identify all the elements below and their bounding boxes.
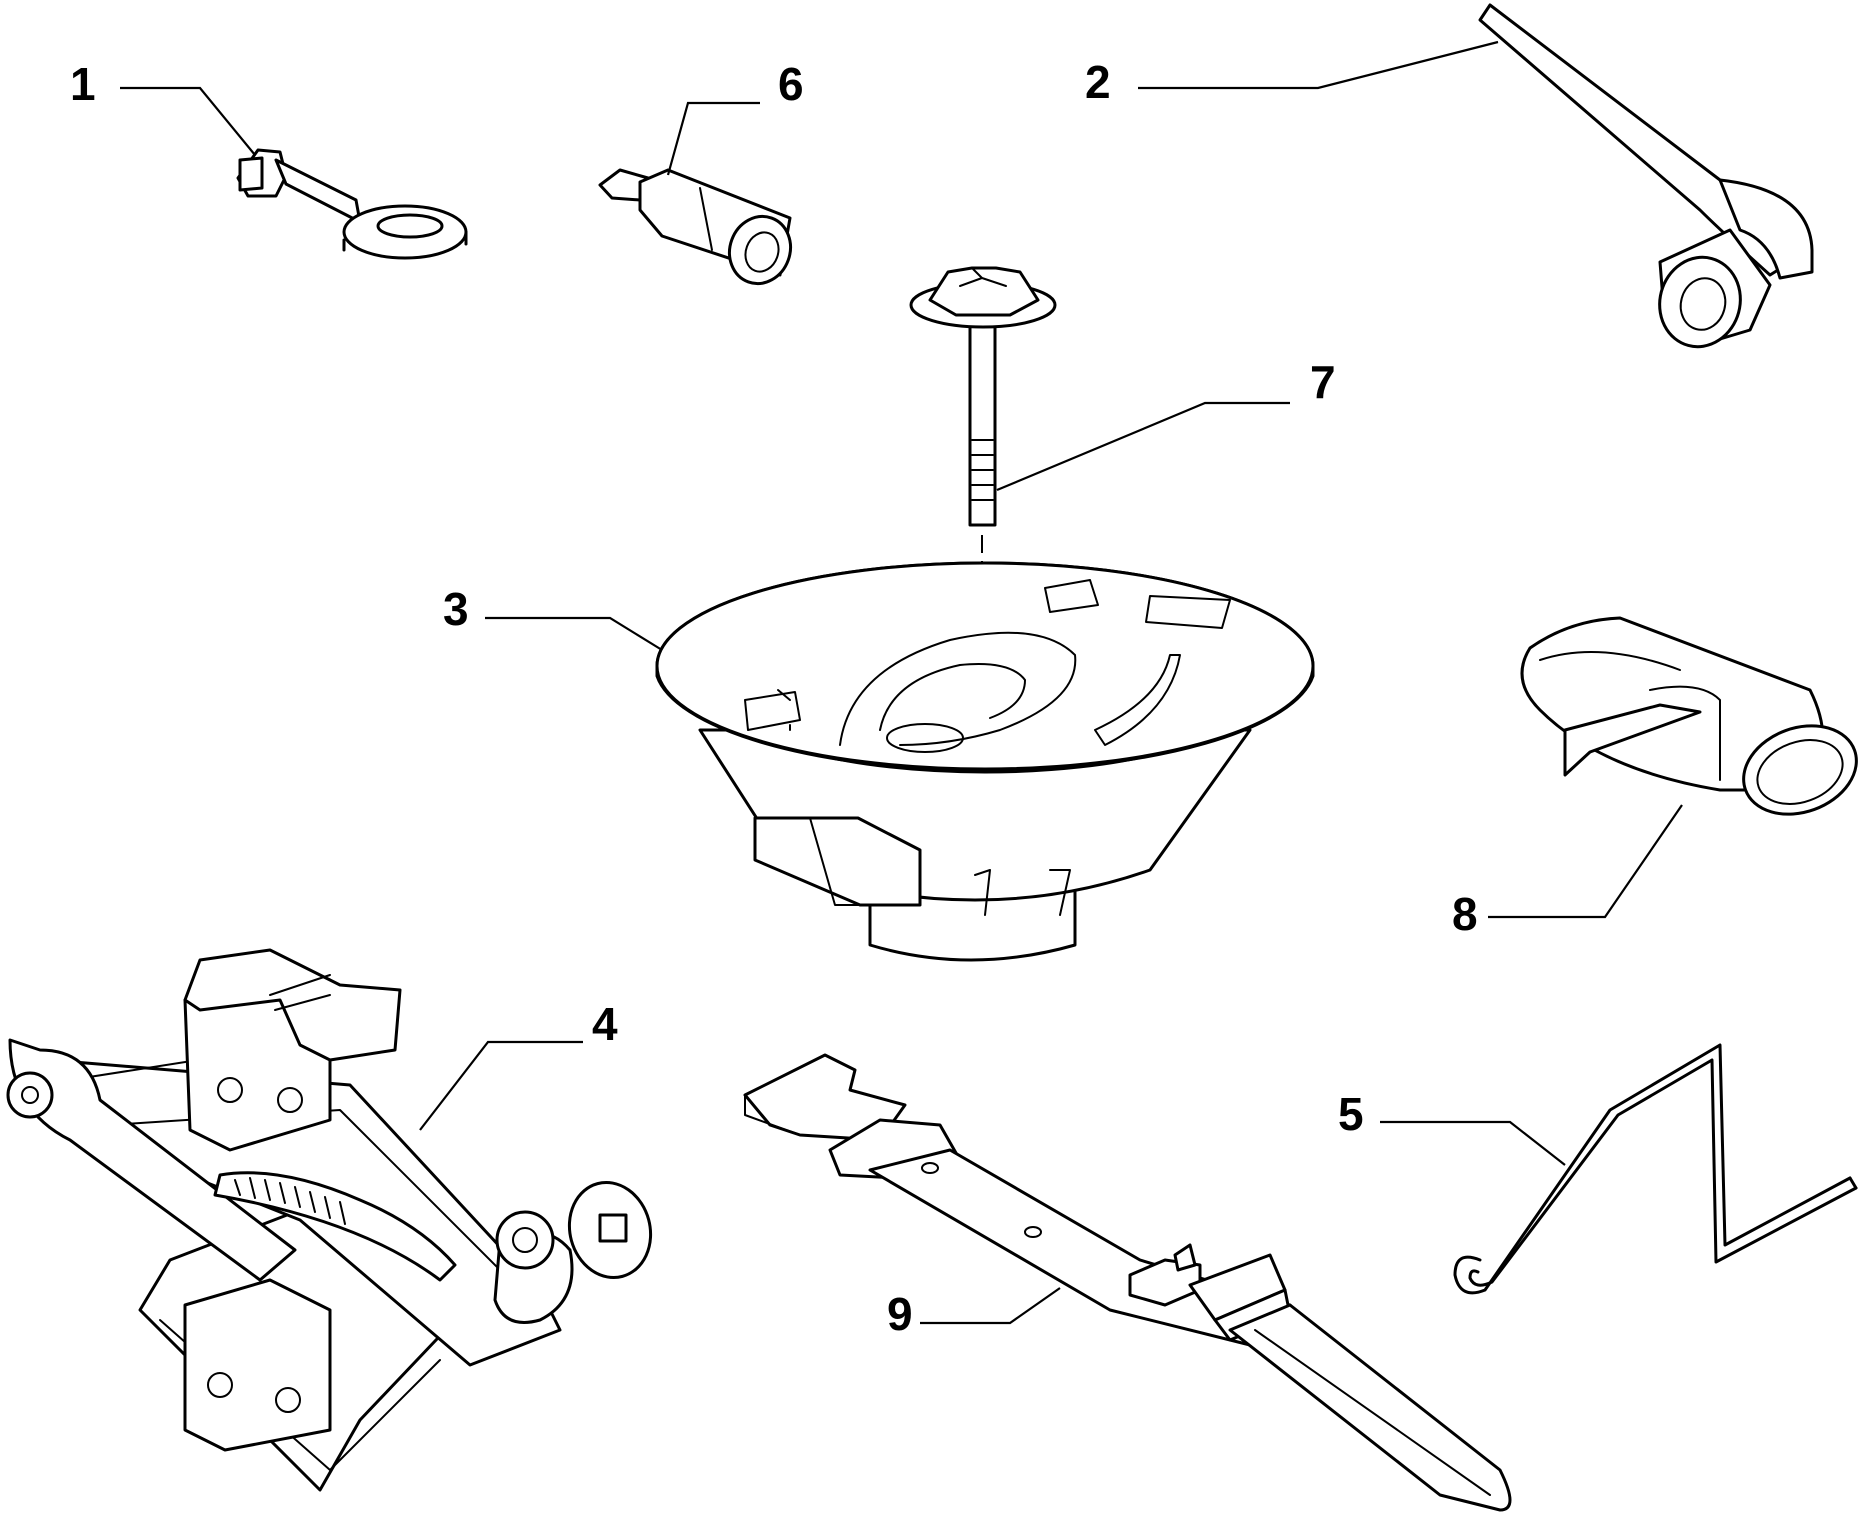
leader-2 [1138, 40, 1499, 90]
leader-5 [1380, 1120, 1566, 1166]
callout-3: 3 [443, 583, 469, 635]
part-1-eye-wrench[interactable] [236, 148, 468, 260]
leader-4 [419, 1040, 583, 1131]
part-8-tool-bag[interactable] [1520, 616, 1869, 829]
leader-3 [485, 616, 663, 651]
callout-1: 1 [70, 58, 96, 110]
part-3-spare-wheel-holder[interactable] [655, 561, 1315, 962]
leader-6 [666, 101, 760, 176]
callout-8: 8 [1452, 888, 1478, 940]
part-6-socket-adapter[interactable] [598, 168, 800, 292]
part-5-wire-hook[interactable] [1453, 1043, 1858, 1295]
callout-9: 9 [887, 1288, 913, 1340]
leader-1 [120, 86, 256, 156]
leader-8 [1488, 804, 1683, 919]
callout-2: 2 [1085, 56, 1111, 108]
callout-5: 5 [1338, 1088, 1364, 1140]
part-4-scissor-jack[interactable] [6, 948, 661, 1492]
part-7-bolt[interactable] [909, 266, 1057, 527]
callout-7: 7 [1310, 356, 1336, 408]
callout-4: 4 [592, 998, 618, 1050]
part-9-strap[interactable] [743, 1053, 1512, 1512]
part-2-wheel-wrench[interactable] [1478, 3, 1814, 356]
callout-6: 6 [778, 58, 804, 110]
leader-9 [920, 1287, 1061, 1325]
leader-7 [996, 401, 1290, 492]
